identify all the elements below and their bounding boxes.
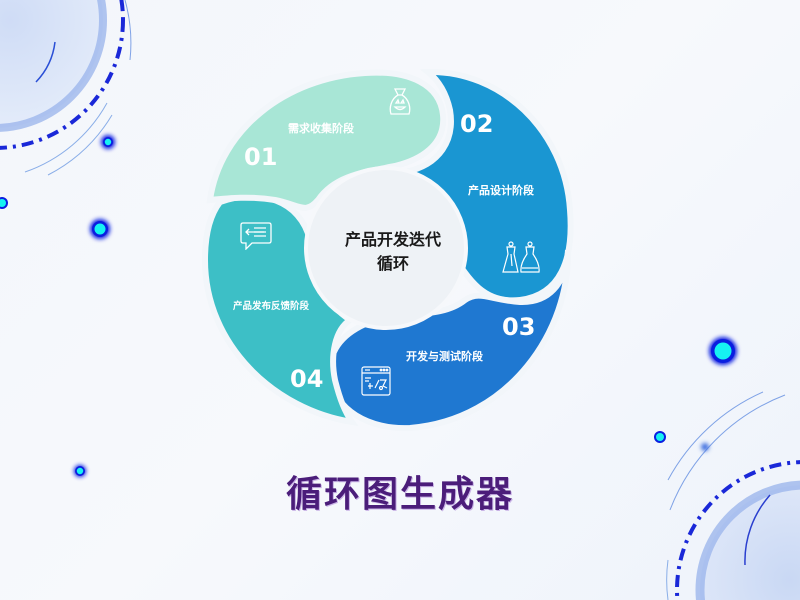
glow-dot-decoration (74, 465, 86, 477)
center-title-line1: 产品开发迭代 (344, 230, 441, 249)
stage-number-01: 01 (244, 143, 278, 171)
bottom-right-rings-decoration (666, 391, 800, 600)
top-left-rings-decoration (0, 0, 132, 176)
chat-bubble-icon (240, 222, 272, 250)
stage-number-04: 04 (290, 365, 324, 393)
glow-dot-decoration (0, 197, 8, 209)
segment-01[interactable] (206, 69, 447, 211)
bag-icon (389, 88, 411, 115)
stage-number-03: 03 (502, 313, 536, 341)
center-circle[interactable] (304, 166, 468, 330)
center-title-line2: 循环 (376, 254, 409, 273)
stage-label-02: 产品设计阶段 (468, 184, 534, 197)
stage-label-04: 产品发布反馈阶段 (233, 301, 310, 312)
glow-dot-decoration (101, 135, 115, 149)
glow-dot-decoration (709, 337, 737, 365)
cycle-center-title: 产品开发迭代 循环 (318, 228, 468, 276)
stage-number-02: 02 (460, 110, 494, 138)
stage-label-01: 需求收集阶段 (288, 122, 354, 135)
stage-label-03: 开发与测试阶段 (406, 350, 483, 363)
glow-dot-decoration (90, 219, 110, 239)
page-title: 循环图生成器 (285, 474, 514, 515)
code-window-icon (361, 366, 391, 396)
glow-dot-decoration (654, 431, 666, 443)
dress-icon (502, 241, 540, 273)
